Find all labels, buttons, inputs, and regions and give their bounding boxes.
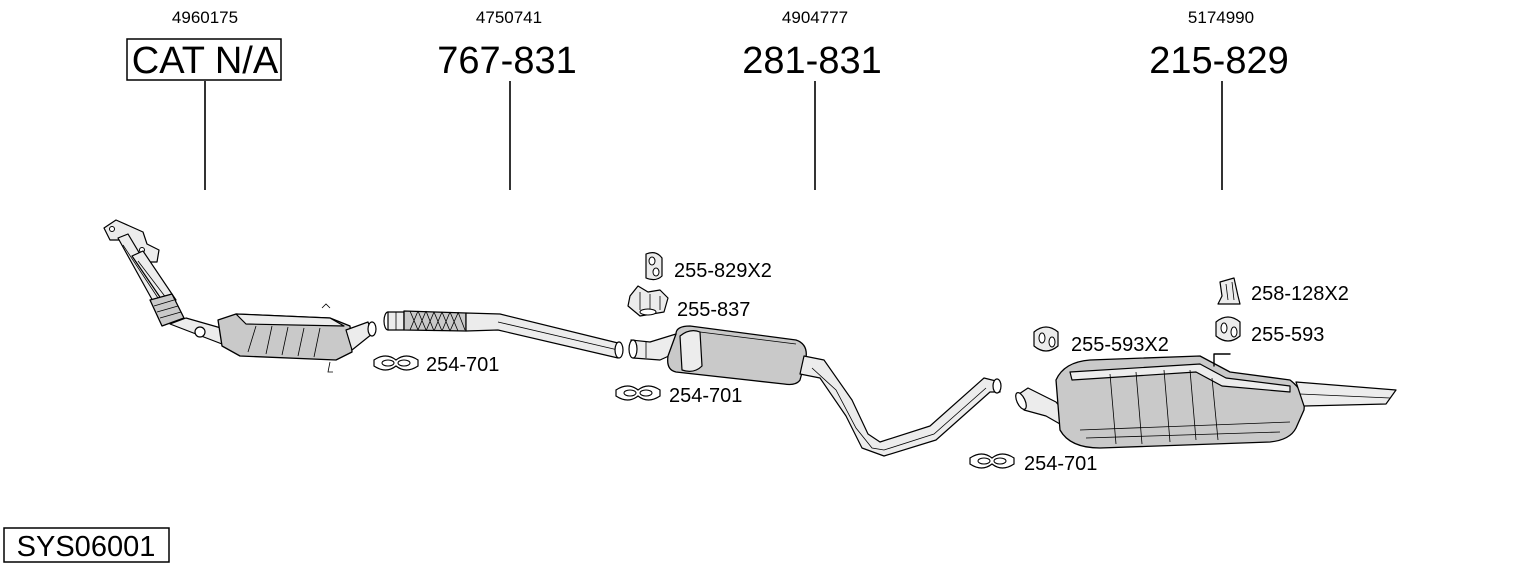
clamp-icon[interactable] [969,453,1015,469]
part-code-rear-silencer[interactable]: 215-829 [1149,40,1288,82]
rubber-mount-label: 255-593 [1251,324,1324,346]
part-code-centre-silencer[interactable]: 281-831 [742,40,881,82]
bracket-label: 255-837 [677,299,750,321]
oe-number-front-pipe: 4750741 [476,8,542,27]
clamp-label: 254-701 [426,354,499,376]
oe-number-catalyst: 4960175 [172,8,238,27]
rubber-mount-label: 255-593X2 [1071,334,1169,356]
centre-silencer-drawing [628,325,1002,457]
rear-silencer-drawing [1015,353,1397,449]
oe-number-centre-silencer: 4904777 [782,8,848,27]
clamp-label: 254-701 [669,385,742,407]
bracket-label: 258-128X2 [1251,283,1349,305]
rubber-mount-icon[interactable] [1215,316,1241,342]
catalytic-converter-drawing [103,219,377,373]
oe-number-rear-silencer: 5174990 [1188,8,1254,27]
rubber-mount-label: 255-829X2 [674,260,772,282]
rubber-mount-icon[interactable] [645,252,663,281]
clamp-icon[interactable] [615,385,661,401]
system-code-box [3,527,170,563]
clamp-label: 254-701 [1024,453,1097,475]
front-pipe-drawing [383,310,624,359]
clamp-icon[interactable] [373,355,419,371]
bracket-icon[interactable] [1217,277,1241,305]
part-code-catalyst[interactable]: CAT N/A [132,40,279,82]
part-code-front-pipe[interactable]: 767-831 [437,40,576,82]
code-box-catalyst [126,38,282,81]
rubber-mount-icon[interactable] [1033,326,1059,352]
bracket-icon[interactable] [627,285,669,317]
system-code: SYS06001 [17,531,156,563]
